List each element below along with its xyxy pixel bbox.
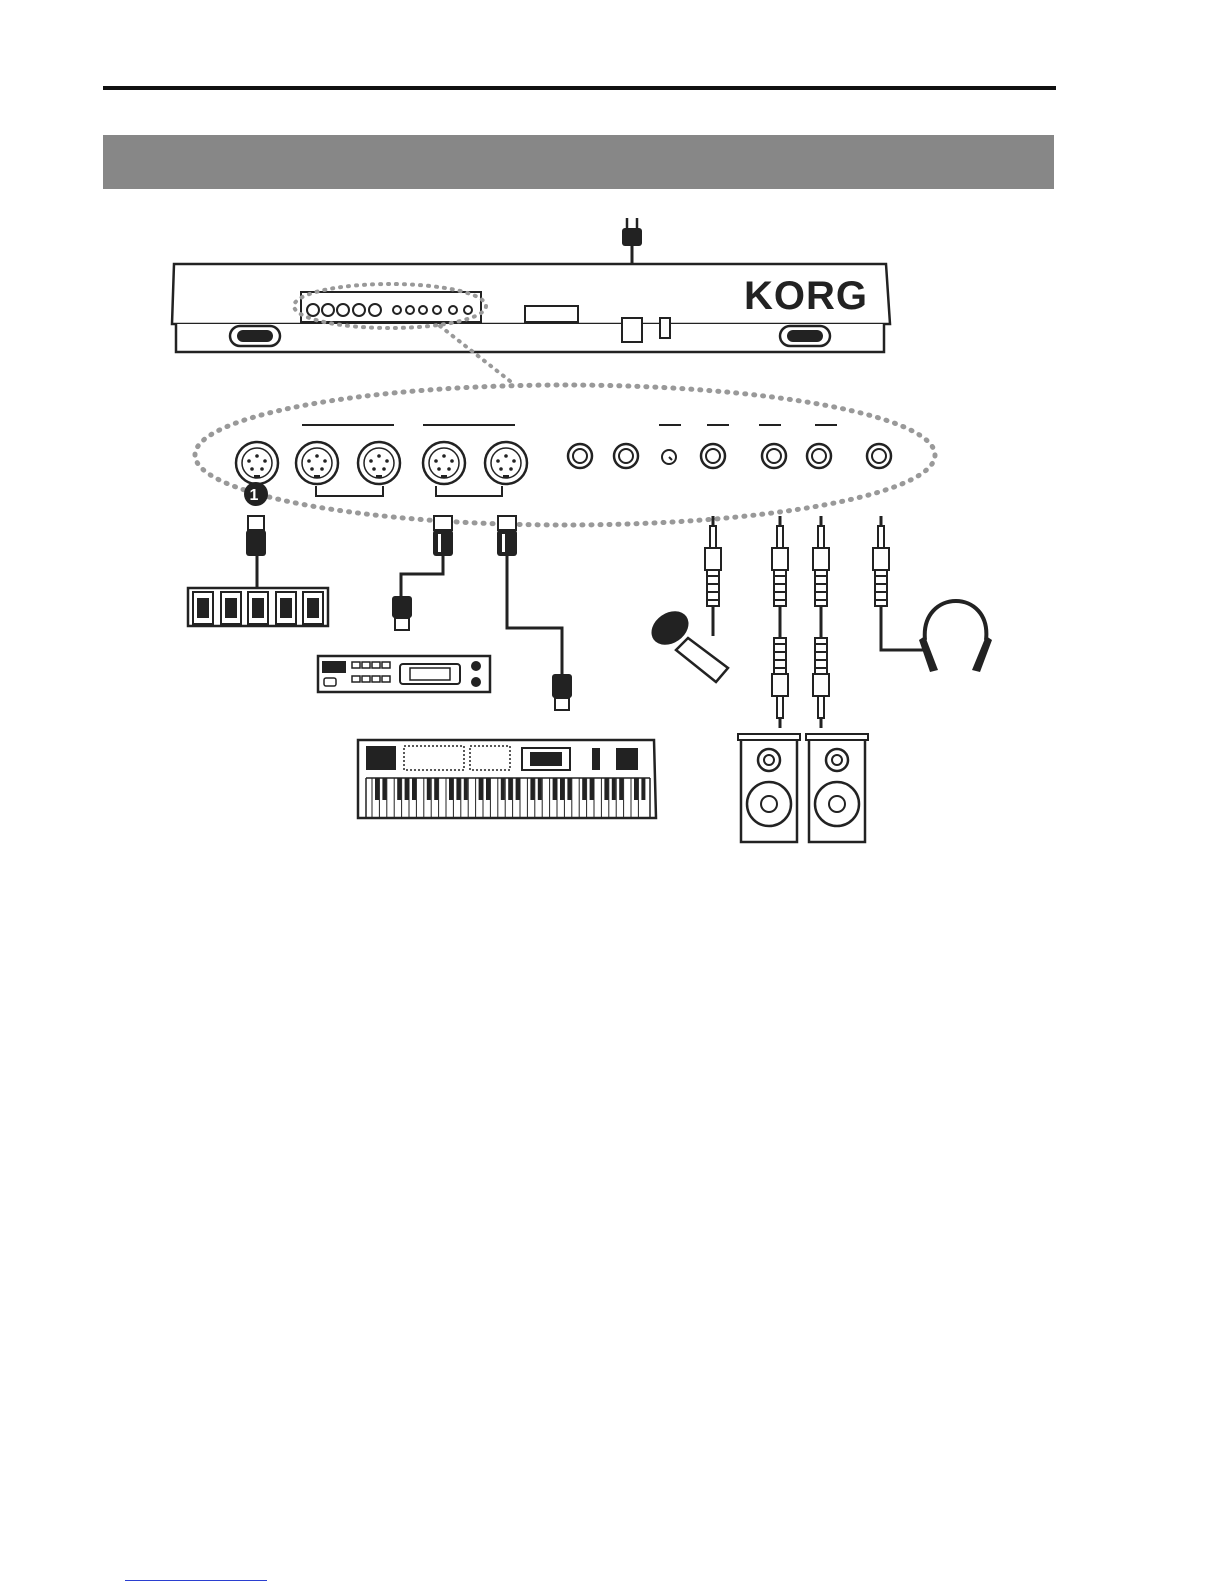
badge-one: 1 xyxy=(244,482,268,506)
headphones-icon xyxy=(873,516,992,672)
midi-keyboard-icon xyxy=(358,740,656,818)
speaker-cable-right xyxy=(813,516,829,728)
footer-link-underline xyxy=(125,1580,267,1581)
speaker-icon xyxy=(738,734,868,842)
keyboard-rear-panel: KORG xyxy=(172,264,890,352)
speaker-cable-left xyxy=(772,516,788,728)
microphone-icon xyxy=(645,516,728,682)
audio-jack-icon xyxy=(568,444,891,468)
sound-module-icon xyxy=(318,656,490,692)
section-header-band xyxy=(103,135,1054,189)
midi-din-jack-icon xyxy=(236,442,527,484)
top-rule xyxy=(103,86,1056,90)
brand-logo: KORG xyxy=(744,274,868,318)
connection-diagram: KORG 1 xyxy=(0,200,1224,860)
pedal-board-icon xyxy=(188,516,328,626)
svg-text:1: 1 xyxy=(250,487,259,504)
midi-cable-thru xyxy=(497,516,572,710)
midi-cable-out xyxy=(392,516,453,630)
